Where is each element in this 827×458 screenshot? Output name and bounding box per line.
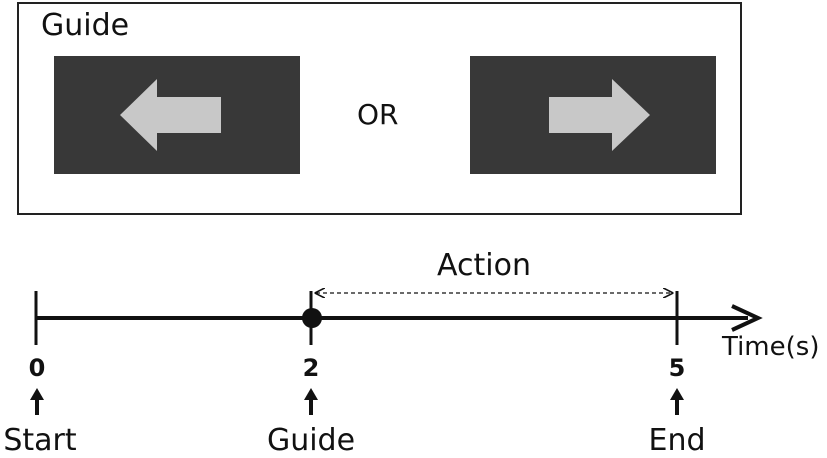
guide-up-arrow (304, 388, 318, 415)
start-up-arrow (30, 388, 44, 415)
tick-label-5: 5 (668, 354, 686, 382)
action-label: Action (437, 248, 531, 283)
guide-box (17, 2, 742, 215)
guide-onset-dot (302, 308, 322, 328)
timeline-axis (30, 240, 763, 415)
time-axis-arrowhead (731, 304, 763, 332)
event-label-start: Start (3, 423, 77, 458)
left-arrow-icon (120, 79, 221, 151)
tick-label-0: 0 (28, 354, 46, 382)
axis-unit-label: Time(s) (722, 332, 820, 362)
left-cue-panel (54, 56, 300, 174)
end-up-arrow (670, 388, 684, 415)
event-label-end: End (648, 423, 706, 458)
guide-title: Guide (41, 8, 130, 43)
or-separator: OR (357, 98, 399, 131)
event-label-guide: Guide (266, 423, 356, 458)
tick-label-2: 2 (302, 354, 320, 382)
right-cue-panel (470, 56, 716, 174)
right-arrow-icon (549, 79, 650, 151)
